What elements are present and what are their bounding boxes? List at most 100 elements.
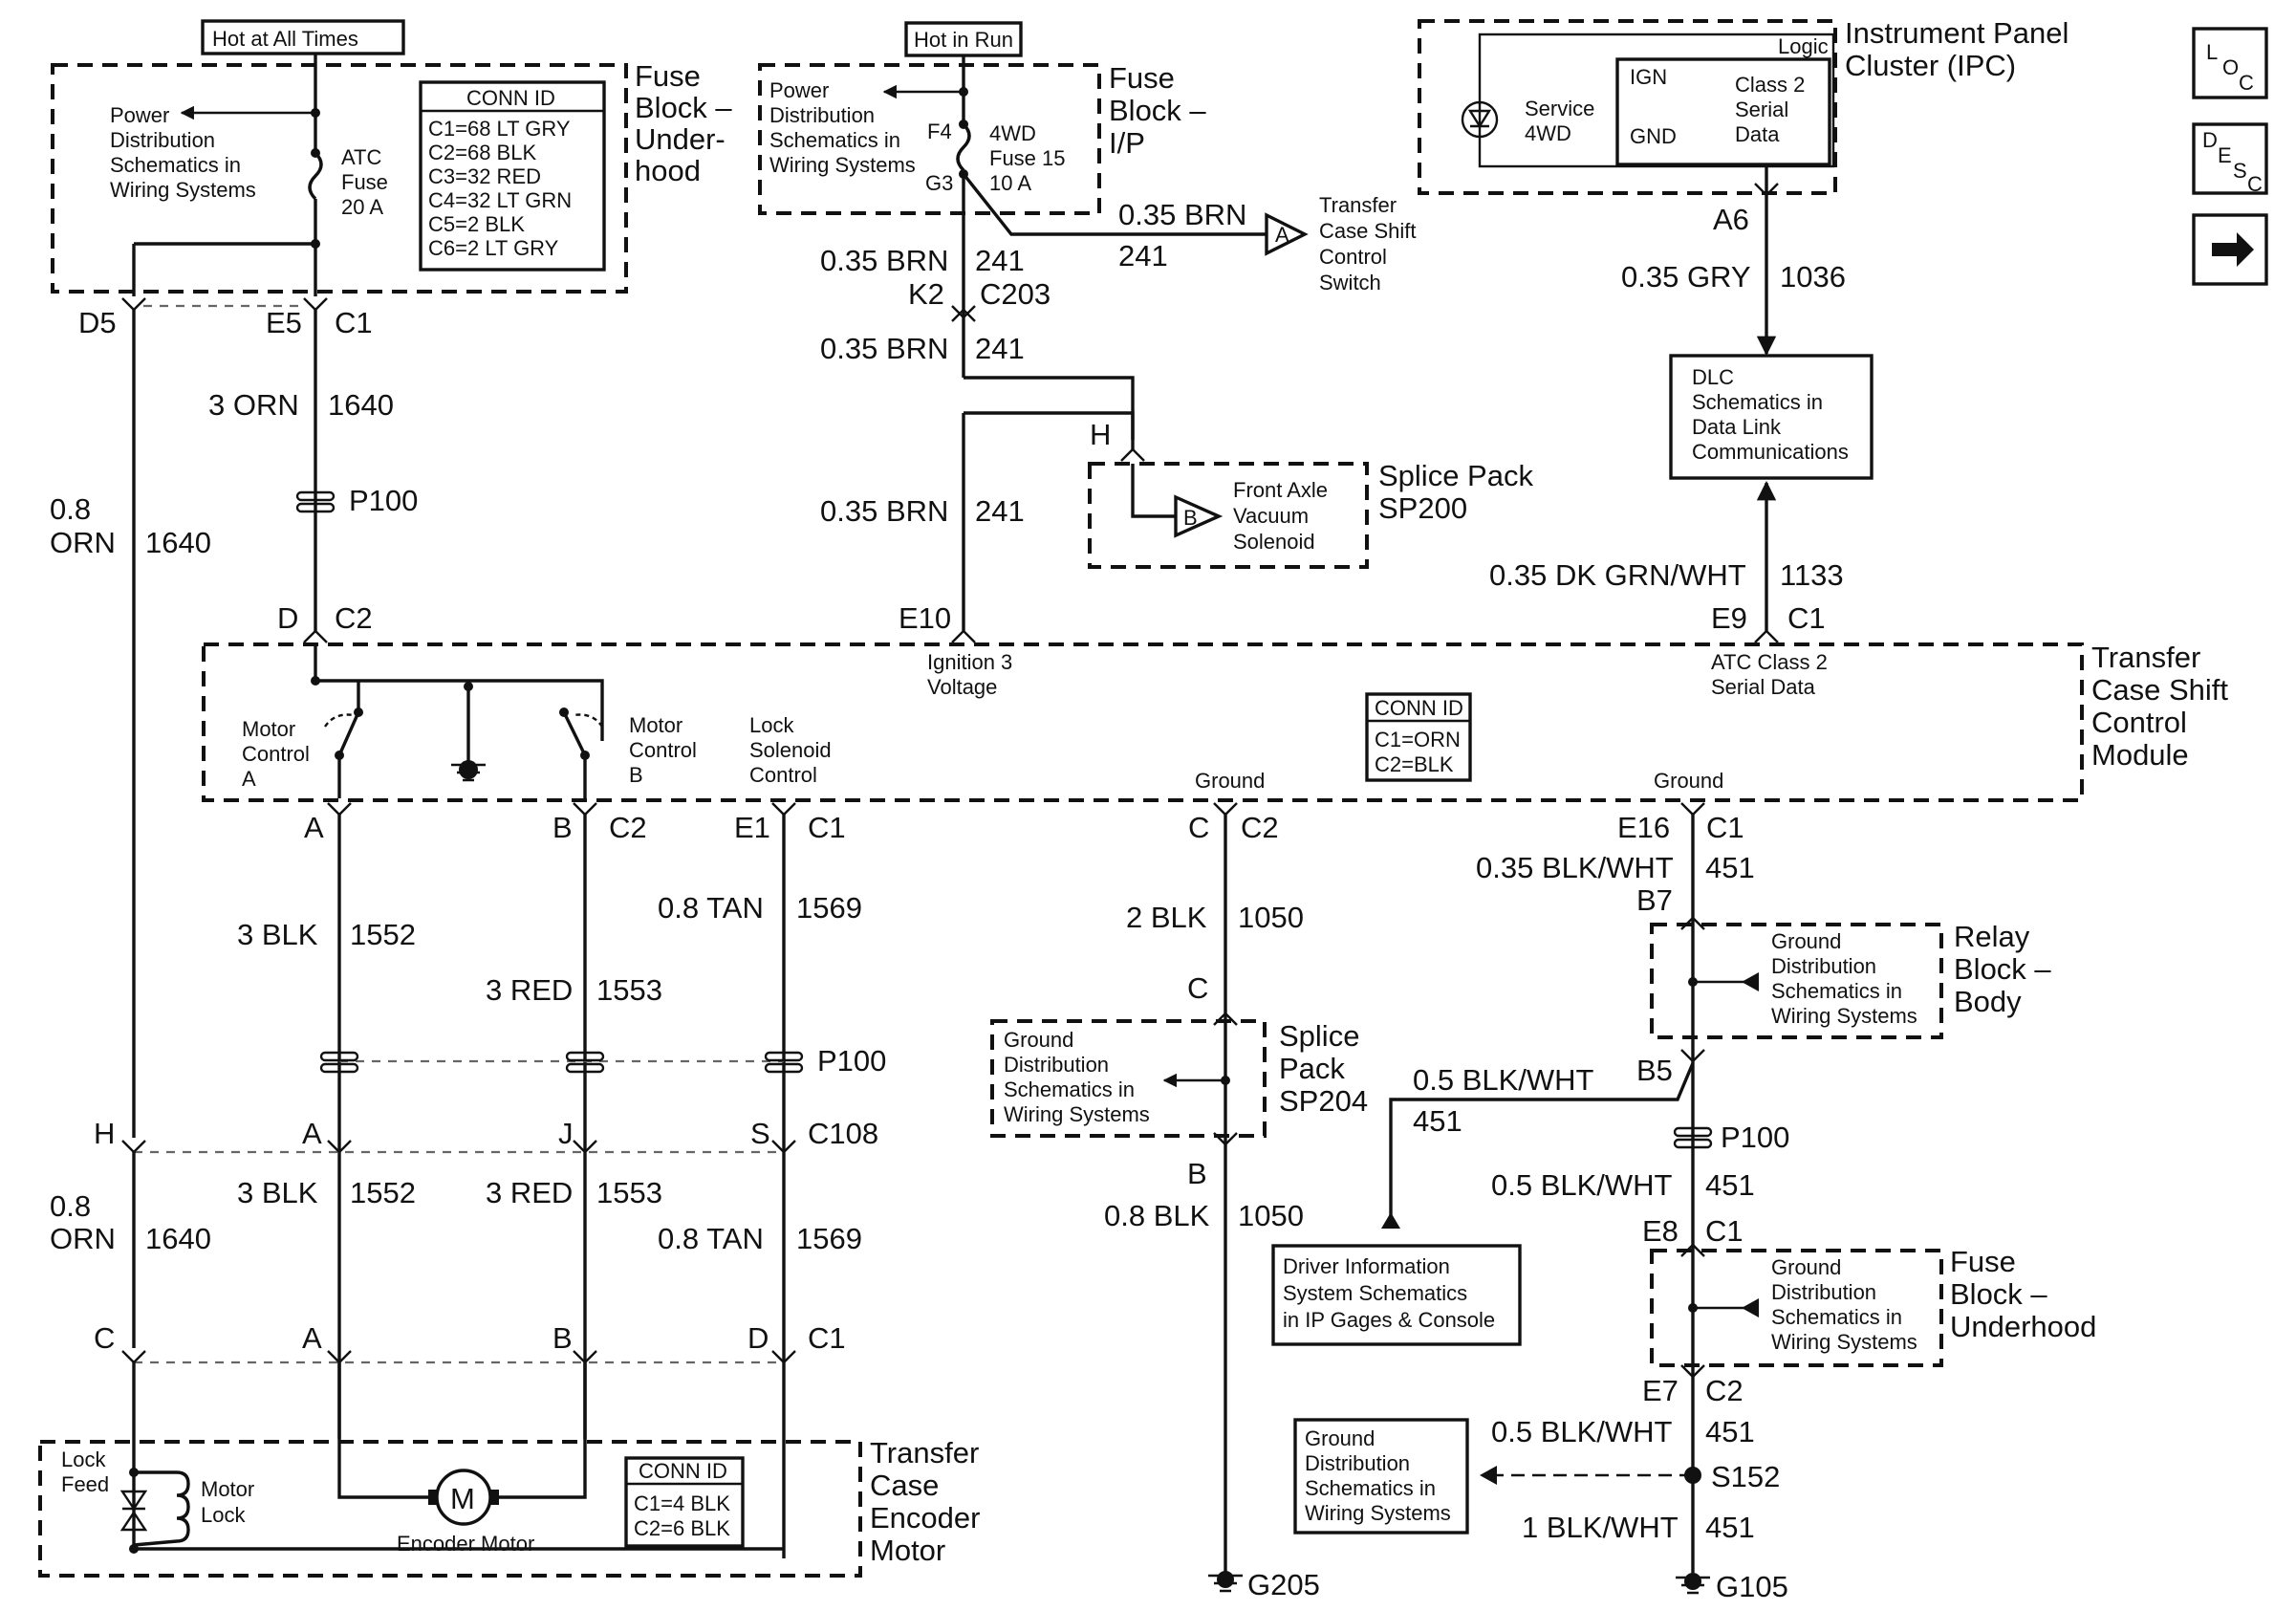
ipc-class2-label: Class 2 Serial Data <box>1735 73 1805 146</box>
pin-a: A <box>302 1321 322 1355</box>
splice-pack-sp204-box <box>990 1019 1267 1138</box>
g105-label: G105 <box>1716 1570 1788 1603</box>
pin-j: J <box>558 1117 574 1150</box>
svg-text:Transfer: Transfer <box>870 1436 979 1469</box>
svg-text:Control: Control <box>629 738 697 762</box>
svg-text:Cluster (IPC): Cluster (IPC) <box>1845 49 2016 82</box>
loc-letter: C <box>2239 71 2254 95</box>
conn-id-title: CONN ID <box>639 1459 727 1483</box>
svg-text:Module: Module <box>2091 738 2189 772</box>
svg-text:Fuse: Fuse <box>1109 61 1175 95</box>
splice-pack-sp204-title: Splice Pack SP204 <box>1279 1019 1368 1118</box>
pin-s: S <box>750 1117 770 1150</box>
conn-id-line: C4=32 LT GRN <box>428 188 572 212</box>
pin-d: D <box>747 1321 769 1355</box>
conn-id-line: C2=6 BLK <box>634 1516 730 1540</box>
svg-text:Distribution: Distribution <box>1771 1280 1876 1304</box>
fuse-pin-g3: G3 <box>925 171 953 195</box>
pin-e16: E16 <box>1617 811 1670 844</box>
wire-gauge: ORN <box>50 1222 116 1255</box>
pin-c1: C1 <box>1706 811 1744 844</box>
svg-text:20 A: 20 A <box>341 195 383 219</box>
svg-text:Block –: Block – <box>1954 952 2051 986</box>
wire-circuit: 1640 <box>145 526 211 559</box>
pin-c2: C2 <box>1241 811 1279 844</box>
svg-text:4WD: 4WD <box>989 121 1036 145</box>
svg-text:hood: hood <box>635 154 701 187</box>
svg-text:Schematics in: Schematics in <box>1004 1078 1135 1101</box>
desc-letter: S <box>2233 159 2247 183</box>
wire-circuit: 451 <box>1705 851 1755 884</box>
pin-c1: C1 <box>808 811 846 844</box>
svg-text:Encoder: Encoder <box>870 1501 980 1535</box>
next-page-button[interactable] <box>2192 213 2268 286</box>
p100-connector <box>319 1051 359 1062</box>
transfer-case-shift-control-module-box <box>202 642 2084 802</box>
lock-feed-label: Lock Feed <box>61 1448 109 1496</box>
loc-letter: L <box>2206 40 2218 64</box>
pin-e8: E8 <box>1642 1214 1679 1248</box>
svg-text:Distribution: Distribution <box>110 128 215 152</box>
wire-circuit: 1640 <box>145 1222 211 1255</box>
motor-control-b-label: Motor Control B <box>629 713 697 787</box>
svg-text:Fuse: Fuse <box>1950 1245 2016 1278</box>
conn-id-title: CONN ID <box>1375 696 1463 720</box>
wire-gauge: 0.35 BLK/WHT <box>1476 851 1674 884</box>
conn-id-line: C6=2 LT GRY <box>428 236 559 260</box>
power-distribution-ref-1: Power Distribution Schematics in Wiring … <box>110 103 256 202</box>
pin-b: B <box>552 1321 573 1355</box>
tccm-conn-id-box <box>1365 692 1472 782</box>
lock-feed-diode-icon <box>119 1490 148 1532</box>
pin-d: D <box>277 601 298 635</box>
svg-text:Case Shift: Case Shift <box>1319 219 1417 243</box>
ground-distribution-ref-1: Ground Distribution Schematics in Wiring… <box>1004 1028 1150 1126</box>
wire-451-to-dis <box>1389 1062 1695 1229</box>
svg-text:Motor: Motor <box>629 713 682 737</box>
pin-a: A <box>1275 223 1289 247</box>
conn-id-line: C1=ORN <box>1375 728 1461 751</box>
wire-gauge: 0.8 TAN <box>658 1222 764 1255</box>
fuse-pin-f4: F4 <box>927 120 952 143</box>
pin-a6: A6 <box>1713 203 1749 236</box>
tccm-ground-label: Ground <box>1654 769 1723 793</box>
fuse-block-underhood-ground-box <box>1650 1249 1943 1367</box>
svg-text:Schematics in: Schematics in <box>110 153 241 177</box>
desc-button[interactable]: D E S C <box>2192 122 2268 196</box>
driver-info-box <box>1271 1244 1522 1346</box>
motor-control-a-switch <box>337 711 360 798</box>
svg-text:I/P: I/P <box>1109 126 1145 160</box>
svg-text:Body: Body <box>1954 985 2022 1018</box>
splice-pack-sp200-title: Splice Pack SP200 <box>1378 459 1533 525</box>
conn-id-line: C1=4 BLK <box>634 1491 730 1515</box>
svg-text:Instrument Panel: Instrument Panel <box>1845 16 2069 50</box>
wire-circuit: 1569 <box>796 891 862 925</box>
conn-id-line: C1=68 LT GRY <box>428 117 571 141</box>
motor-lock-coil-icon <box>133 1470 190 1547</box>
motor-control-a-label: Motor Control A <box>242 717 310 791</box>
svg-text:System Schematics: System Schematics <box>1283 1281 1467 1305</box>
loc-button[interactable]: L O C <box>2192 27 2268 99</box>
svg-text:Schematics in: Schematics in <box>769 128 900 152</box>
svg-text:Ground: Ground <box>1004 1028 1073 1052</box>
wire-gauge: 3 ORN <box>208 388 299 422</box>
dlc-label: DLC Schematics in Data Link Communicatio… <box>1692 365 1849 464</box>
svg-text:Ground: Ground <box>1305 1426 1375 1450</box>
fuse-block-underhood-box <box>51 63 628 294</box>
svg-text:ATC: ATC <box>341 145 381 169</box>
transfer-case-switch-symbol <box>1265 212 1309 256</box>
pin-a: A <box>304 811 324 844</box>
dlc-box <box>1669 354 1874 480</box>
svg-text:Vacuum: Vacuum <box>1233 504 1309 528</box>
pin-c1: C1 <box>1705 1214 1744 1248</box>
front-axle-solenoid-symbol <box>1174 494 1224 538</box>
svg-text:Communications: Communications <box>1692 440 1849 464</box>
connector-c108: C108 <box>808 1117 878 1150</box>
svg-text:Wiring Systems: Wiring Systems <box>1305 1501 1451 1525</box>
pin-c2: C2 <box>335 601 373 635</box>
svg-text:in IP Gages & Console: in IP Gages & Console <box>1283 1308 1495 1332</box>
wire-circuit: 1552 <box>350 918 416 951</box>
fuse-block-ip-title: Fuse Block – I/P <box>1109 61 1206 160</box>
pin-e1: E1 <box>734 811 770 844</box>
svg-text:4WD: 4WD <box>1525 121 1571 145</box>
wire-gauge: 0.5 BLK/WHT <box>1491 1168 1673 1202</box>
